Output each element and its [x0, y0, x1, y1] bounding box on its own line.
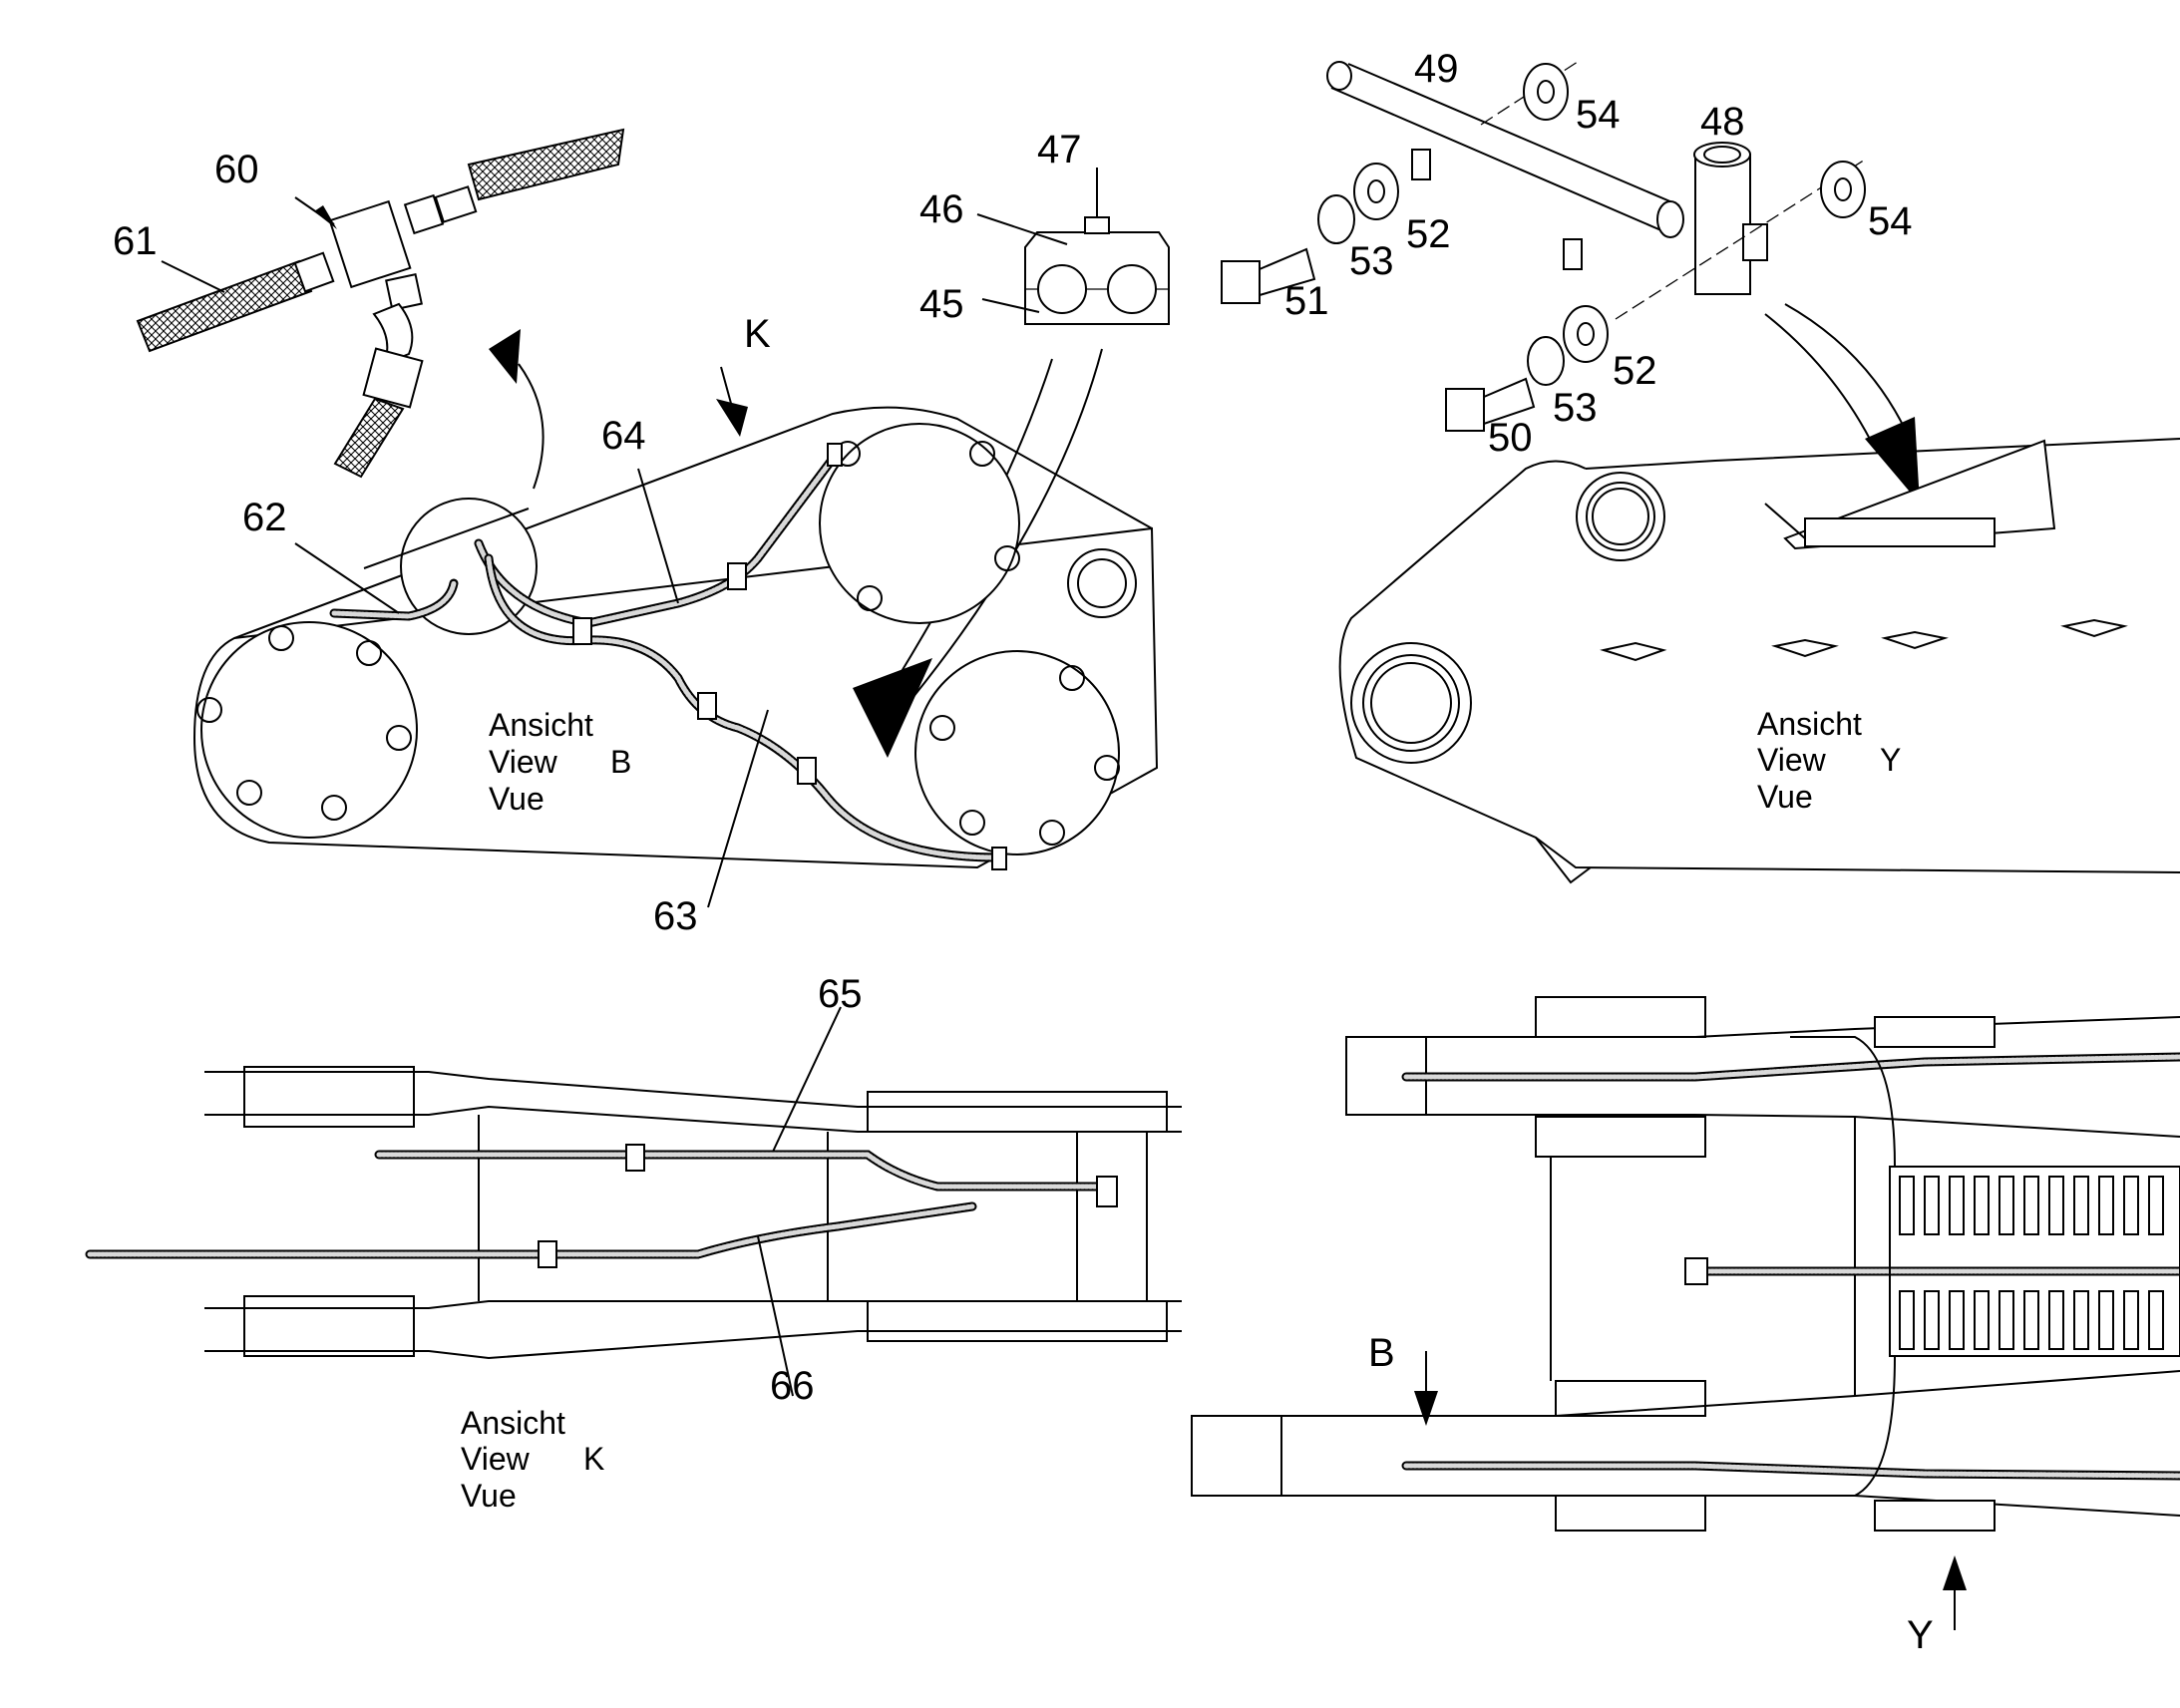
view-k-caption-line1: Ansicht — [461, 1405, 565, 1441]
callout-60: 60 — [214, 148, 259, 191]
callout-61: 61 — [113, 219, 158, 263]
callout-62: 62 — [242, 496, 287, 539]
valve-block-ticks — [1899, 1176, 2164, 1350]
view-b-caption-line3: Vue — [489, 781, 545, 817]
view-y-caption-line2: View — [1757, 742, 1827, 778]
view-y-caption-letter: Y — [1880, 742, 1901, 778]
view-y-caption-line3: Vue — [1757, 779, 1813, 815]
callout-66: 66 — [770, 1364, 815, 1408]
view-k-caption-line3: Vue — [461, 1478, 517, 1514]
view-y-assembly — [1338, 438, 2180, 884]
clamp-detail — [853, 168, 1170, 758]
view-k-caption-letter: K — [583, 1441, 604, 1477]
callout-47: 47 — [1037, 128, 1082, 171]
view-b-caption: Ansicht View B Vue — [489, 707, 631, 817]
view-k-caption-line2: View — [461, 1441, 531, 1477]
view-arrow-letters: K B Y — [744, 312, 1934, 1657]
callout-48: 48 — [1700, 100, 1745, 144]
view-y-caption: Ansicht View Y Vue — [1757, 706, 1901, 815]
view-b-caption-letter: B — [610, 744, 631, 780]
boom-top-view — [1191, 996, 2180, 1630]
view-k-caption: Ansicht View K Vue — [461, 1405, 604, 1514]
callout-63: 63 — [653, 894, 698, 938]
view-b-caption-line2: View — [489, 744, 558, 780]
callout-52a: 52 — [1406, 212, 1451, 256]
view-arrow-b-letter: B — [1368, 1331, 1395, 1375]
callout-53a: 53 — [1349, 239, 1394, 283]
callout-54a: 54 — [1576, 93, 1621, 137]
callout-49: 49 — [1414, 47, 1459, 91]
view-k-assembly — [85, 1006, 1182, 1397]
view-b-assembly — [192, 366, 1159, 908]
view-y-caption-line1: Ansicht — [1757, 706, 1862, 742]
view-b-caption-line1: Ansicht — [489, 707, 593, 743]
coupling-detail — [136, 128, 625, 490]
view-arrow-k-letter: K — [744, 312, 771, 356]
callout-52b: 52 — [1613, 349, 1657, 393]
callout-53b: 53 — [1553, 386, 1598, 430]
callout-45: 45 — [919, 282, 964, 326]
callout-numbers: 47 46 45 60 61 62 64 63 49 54 48 54 52 5… — [113, 47, 1913, 1408]
callout-64: 64 — [601, 414, 646, 458]
callout-50: 50 — [1488, 416, 1533, 460]
view-arrow-y-letter: Y — [1907, 1613, 1934, 1657]
callout-51: 51 — [1284, 279, 1329, 323]
callout-54b: 54 — [1868, 199, 1913, 243]
bracket-detail — [1221, 59, 1920, 504]
callout-46: 46 — [919, 187, 964, 231]
callout-65: 65 — [818, 972, 863, 1016]
